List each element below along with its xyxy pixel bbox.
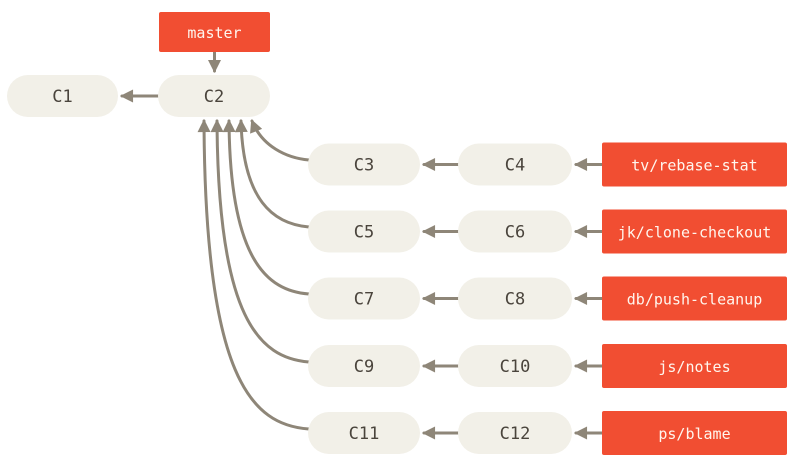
branch-label-box-js-notes [602, 344, 787, 388]
commit-node-c2-label: C2 [204, 87, 224, 107]
branch-label-db-push-cleanup: db/push-cleanup [627, 291, 762, 309]
master-branch-box [159, 12, 270, 52]
branch-label-js-notes: js/notes [658, 358, 730, 376]
commit-node-c2-pill [158, 75, 270, 117]
commit-node-c9-pill [308, 345, 420, 387]
commit-node-c12-pill [458, 412, 572, 454]
commit-node-c3-pill [308, 143, 420, 186]
commit-node-c5-pill [308, 210, 420, 253]
edge-c11-to-c2 [197, 119, 311, 431]
branch-row-4: C9 C10 js/notes [308, 344, 787, 388]
branch-row-3: C7 C8 db/push-cleanup [308, 276, 787, 321]
commit-node-c1-label: C1 [52, 87, 72, 107]
commit-node-c8-label: C8 [505, 290, 525, 310]
branch-label-box-tv-rebase-stat [602, 142, 787, 187]
master-branch-label: master [187, 24, 241, 42]
commit-node-c11-label: C11 [349, 424, 380, 444]
commit-node-c11-pill [308, 412, 420, 454]
commit-node-c10-label: C10 [500, 357, 531, 377]
edge-c5-to-c2 [234, 119, 311, 229]
commit-node-c8-pill [458, 277, 572, 320]
branch-label-box-jk-clone-checkout [602, 209, 787, 254]
edge-c9-to-c2 [210, 119, 311, 364]
commit-node-c1: C1 [7, 75, 118, 117]
branch-row-2: C5 C6 jk/clone-checkout [308, 209, 787, 254]
branch-label-jk-clone-checkout: jk/clone-checkout [618, 224, 772, 242]
commit-node-c3-label: C3 [354, 156, 374, 176]
edge-c7-to-c2 [222, 119, 311, 296]
commit-node-c6-label: C6 [505, 223, 525, 243]
branch-label-tv-rebase-stat: tv/rebase-stat [631, 157, 757, 175]
commit-node-c7-label: C7 [354, 290, 374, 310]
commit-node-c2: C2 [158, 75, 270, 117]
branch-label-box-ps-blame [602, 411, 787, 455]
commit-node-c10-pill [458, 345, 572, 387]
commit-node-c6-pill [458, 210, 572, 253]
branch-row-5: C11 C12 ps/blame [308, 411, 787, 455]
branch-label-box-db-push-cleanup [602, 276, 787, 321]
commit-node-c7-pill [308, 277, 420, 320]
edge-c3-to-c2 [250, 119, 311, 162]
master-branch-pointer: master [159, 12, 270, 52]
commit-node-c1-pill [7, 75, 118, 117]
commit-node-c9-label: C9 [354, 357, 374, 377]
commit-node-c12-label: C12 [500, 424, 531, 444]
commit-node-c5-label: C5 [354, 223, 374, 243]
commit-node-c4-label: C4 [505, 156, 525, 176]
branch-label-ps-blame: ps/blame [658, 425, 730, 443]
branch-row-1: C3 C4 tv/rebase-stat [308, 142, 787, 187]
commit-node-c4-pill [458, 143, 572, 186]
